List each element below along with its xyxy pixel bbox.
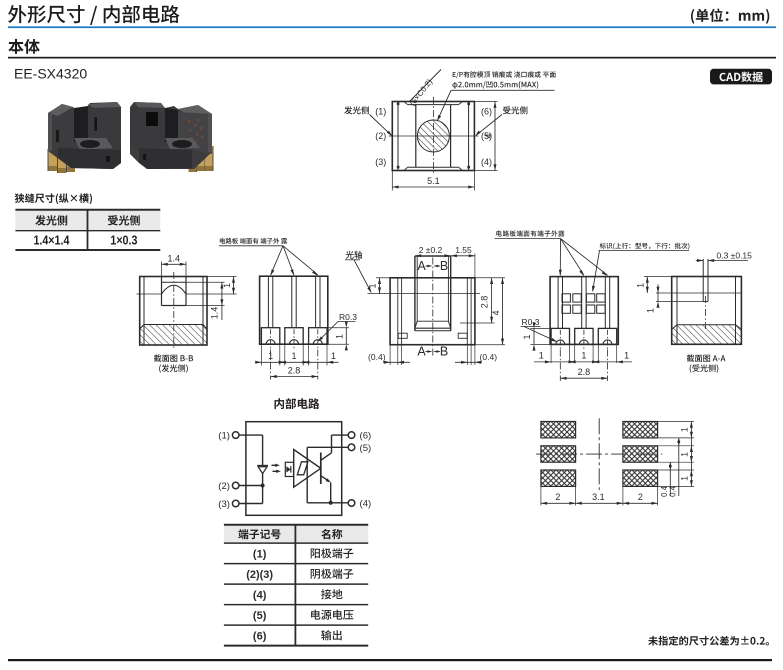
svg-text:1: 1: [334, 334, 344, 339]
svg-text:(4): (4): [360, 499, 372, 510]
svg-text:1: 1: [522, 334, 532, 339]
svg-text:1.4: 1.4: [209, 307, 219, 320]
svg-text:(6): (6): [360, 431, 372, 442]
svg-text:R0.3: R0.3: [522, 317, 540, 327]
svg-text:(1): (1): [375, 107, 386, 117]
svg-text:1: 1: [222, 283, 232, 288]
svg-text:1: 1: [624, 351, 629, 361]
svg-text:1: 1: [368, 283, 378, 288]
svg-text:2 ±0.2: 2 ±0.2: [419, 245, 443, 255]
svg-text:(2): (2): [218, 481, 230, 492]
svg-text:(5): (5): [360, 443, 372, 454]
svg-text:4: 4: [483, 133, 493, 138]
svg-text:(6): (6): [481, 107, 492, 117]
svg-text:(5): (5): [481, 131, 492, 141]
svg-text:5.1: 5.1: [427, 176, 440, 186]
svg-text:0.4: 0.4: [668, 485, 677, 497]
svg-text:(3): (3): [375, 157, 386, 167]
svg-text:1: 1: [331, 351, 336, 361]
svg-text:0.3 ±0.15: 0.3 ±0.15: [717, 251, 753, 261]
svg-text:(0.4): (0.4): [368, 352, 386, 362]
svg-text:1: 1: [679, 427, 689, 432]
svg-text:(5): (5): [253, 610, 267, 622]
svg-text:2: 2: [555, 492, 560, 502]
svg-text:B: B: [440, 345, 448, 359]
svg-text:A: A: [417, 345, 426, 359]
svg-text:(4): (4): [253, 589, 267, 601]
svg-text:1: 1: [679, 452, 689, 457]
svg-text:EE-SX4320: EE-SX4320: [14, 66, 87, 82]
svg-text:(6×C0.2): (6×C0.2): [408, 77, 435, 108]
svg-text:1: 1: [646, 308, 656, 313]
svg-text:1: 1: [679, 476, 689, 481]
svg-text:1: 1: [636, 283, 646, 288]
svg-text:0.4: 0.4: [660, 485, 669, 497]
svg-text:(2): (2): [375, 131, 386, 141]
svg-text:(3): (3): [218, 499, 230, 510]
svg-text:4: 4: [491, 310, 501, 315]
svg-text:1: 1: [581, 351, 586, 361]
svg-text:2.8: 2.8: [288, 365, 301, 375]
svg-text:(4): (4): [481, 157, 492, 167]
svg-text:1.4: 1.4: [168, 253, 181, 263]
svg-text:R0.3: R0.3: [339, 312, 357, 322]
svg-text:1×0.3: 1×0.3: [110, 233, 137, 247]
svg-text:1.55: 1.55: [455, 245, 472, 255]
svg-text:1: 1: [539, 351, 544, 361]
svg-text:2: 2: [638, 492, 643, 502]
svg-text:2.8: 2.8: [578, 367, 591, 377]
svg-text:(6): (6): [253, 630, 267, 642]
svg-text:A: A: [417, 259, 426, 273]
svg-text:(2)(3): (2)(3): [246, 569, 273, 581]
svg-text:(1): (1): [253, 548, 267, 560]
svg-text:3.1: 3.1: [592, 492, 605, 502]
svg-text:1.4×1.4: 1.4×1.4: [33, 233, 69, 247]
svg-text:2.8: 2.8: [480, 296, 490, 309]
svg-text:1: 1: [291, 351, 296, 361]
svg-text:B: B: [440, 259, 448, 273]
svg-text:(1): (1): [218, 431, 230, 442]
svg-text:(0.4): (0.4): [480, 352, 498, 362]
